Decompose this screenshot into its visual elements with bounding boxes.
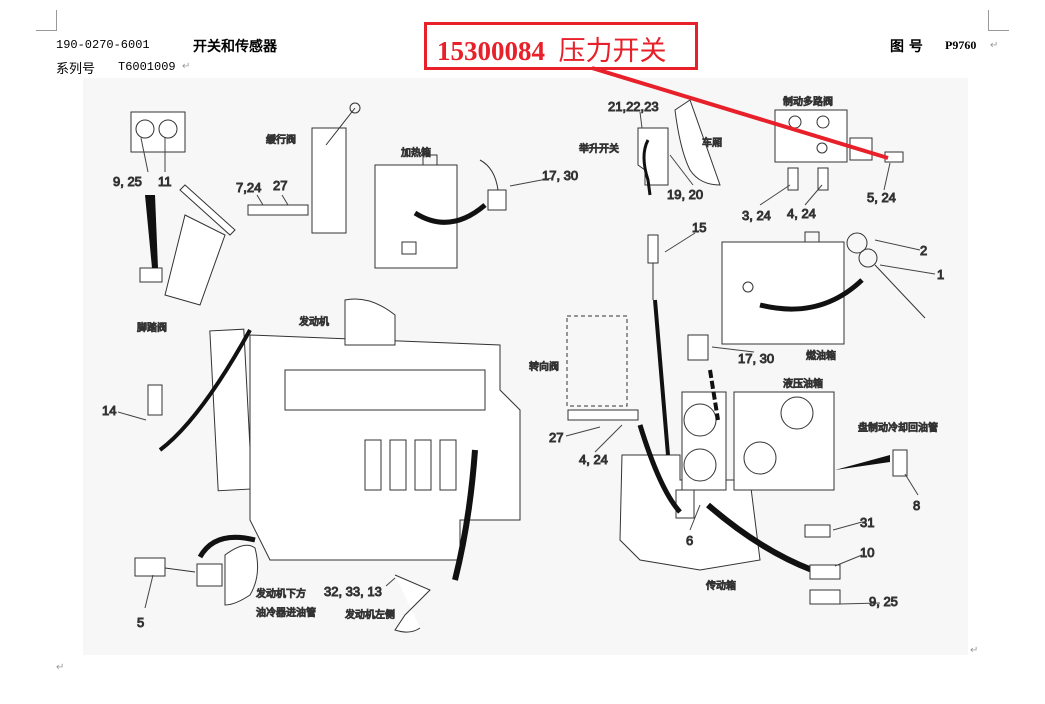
fuel-tank-drawing [721,231,926,345]
label-heater-box: 加热箱 [401,146,431,159]
label-9-25: 9, 25 [113,174,142,189]
paragraph-mark: ↵ [990,40,999,51]
paragraph-mark: ↵ [970,645,979,656]
label-4-24: 4, 24 [787,206,816,221]
paragraph-mark: ↵ [182,61,191,72]
label-19-20: 19, 20 [667,187,703,202]
label-5-24: 5, 24 [867,190,896,205]
engine-bottom-drawing [134,449,478,633]
label-27: 27 [549,430,563,445]
label-fuel-tank: 燃油箱 [806,349,836,362]
doc-title: 开关和传感器 [193,39,277,55]
label-truck-body: 车厢 [702,136,722,149]
label-oil-cooler-inlet: 油冷器进油管 [256,606,316,619]
label-8: 8 [913,498,920,513]
sensor-location-diagram: 9, 25 11 缓行阀 7,24 27 加热箱 17, 30 21,22,23… [83,78,968,655]
brake-valve-drawing [774,109,904,191]
engine-drawing [147,298,521,561]
label-32-33-13: 32, 33, 13 [324,584,382,599]
heater-box-drawing [374,154,507,269]
label-31: 31 [860,515,874,530]
label-engine-left: 发动机左侧 [345,608,395,621]
paragraph-mark: ↵ [56,662,65,673]
part-number: 15300084 [437,36,545,66]
label-lift-switch: 举升开关 [579,142,619,155]
steering-valve-drawing [566,315,639,421]
label-27: 27 [273,178,287,193]
label-21-22-23: 21,22,23 [608,99,659,114]
label-2: 2 [920,243,927,258]
label-10: 10 [860,545,874,560]
label-9-25: 9, 25 [869,594,898,609]
label-brake-multi-valve: 制动多路阀 [783,95,833,108]
label-11: 11 [158,174,172,189]
slow-valve-drawing [247,102,361,234]
part-callout-box: 15300084 压力开关 [424,22,698,70]
leader-lines [117,111,936,609]
label-17-30: 17, 30 [542,168,578,183]
figure-label: 图 号 [890,39,923,55]
margin-corner-top-right [988,10,1009,31]
label-slow-valve: 缓行阀 [266,133,296,146]
label-17-30: 17, 30 [738,351,774,366]
sensor-15-drawing [647,234,659,300]
label-7-24: 7,24 [236,180,261,195]
hydraulic-tank-drawing [619,299,890,573]
label-6: 6 [686,533,693,548]
series-label: 系列号 [56,62,96,77]
label-disc-brake-return: 盘制动冷却回油管 [858,421,938,434]
margin-corner-top-left [36,10,57,31]
right-sensors-drawing [804,449,908,605]
label-5: 5 [137,615,144,630]
label-3-24: 3, 24 [742,208,771,223]
label-engine: 发动机 [299,315,329,328]
label-15: 15 [692,220,706,235]
label-1: 1 [937,267,944,282]
part-name: 压力开关 [558,36,667,66]
figure-value: P9760 [945,38,977,52]
label-foot-valve: 脚踏阀 [137,321,167,334]
label-engine-below: 发动机下方 [256,587,306,600]
label-14: 14 [102,403,116,418]
label-hydraulic-tank: 液压油箱 [783,377,823,390]
series-value: T6001009 [118,60,176,74]
foot-valve-drawing [130,111,236,306]
label-transmission: 传动箱 [706,579,736,592]
label-steering-valve: 转向阀 [529,360,559,373]
label-4-24: 4, 24 [579,452,608,467]
doc-number: 190-0270-6001 [56,38,150,52]
